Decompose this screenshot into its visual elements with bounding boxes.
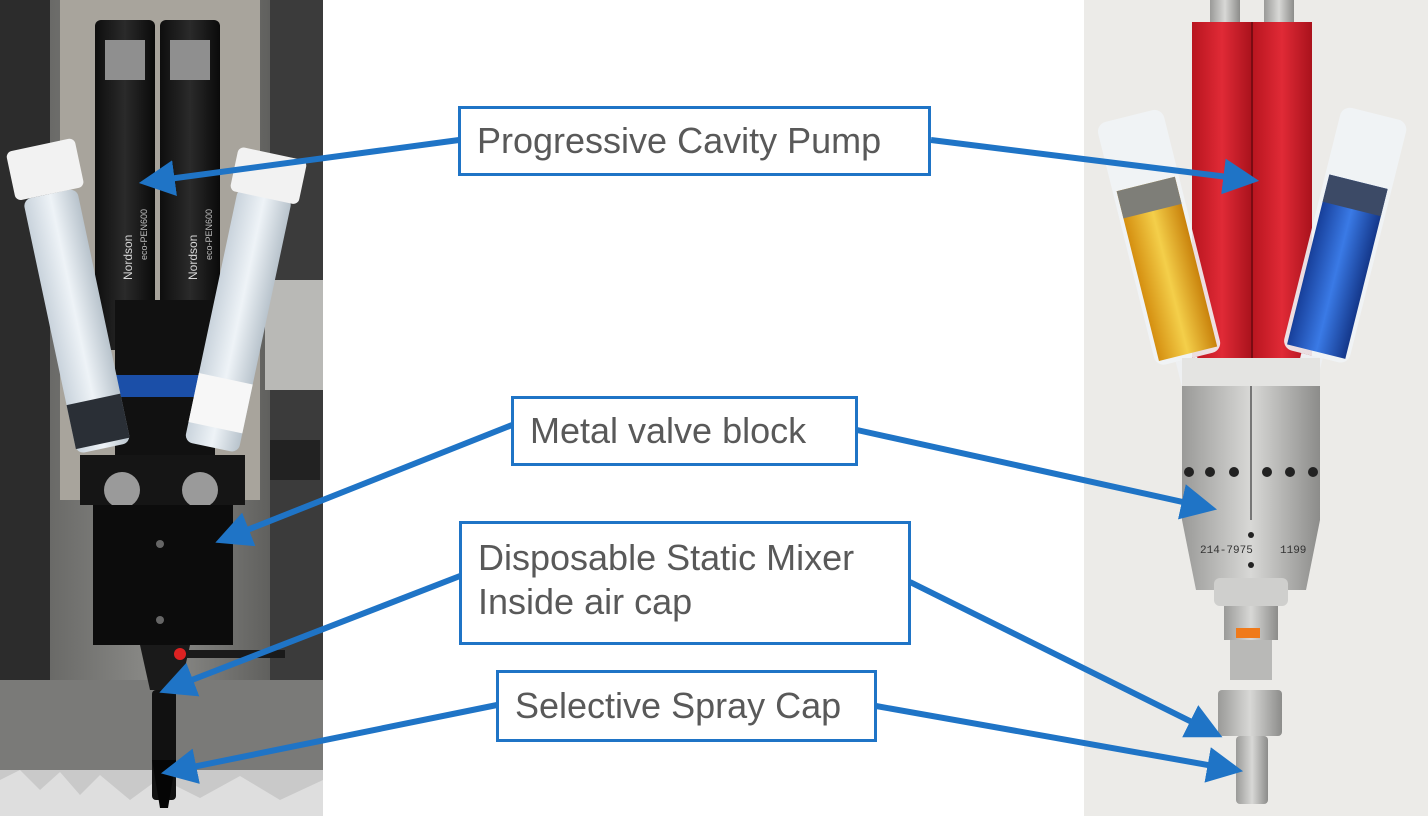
- spray-cap-callout-text: Selective Spray Cap: [515, 685, 842, 726]
- spray-cap-callout: Selective Spray Cap: [496, 670, 877, 742]
- mixer-callout: Disposable Static Mixer Inside air cap: [459, 521, 911, 645]
- valve-block-callout: Metal valve block: [511, 396, 858, 466]
- mixer-callout-line2: Inside air cap: [478, 581, 693, 622]
- left-product-photo: Nordson eco-PEN600 Nordson eco-PEN600: [0, 0, 323, 816]
- pump-callout: Progressive Cavity Pump: [458, 106, 931, 176]
- left-pump-brand-text: Nordson: [121, 235, 135, 280]
- valve-block-callout-text: Metal valve block: [530, 410, 807, 451]
- right-pump-brand-text: Nordson: [186, 235, 200, 280]
- pump-callout-text: Progressive Cavity Pump: [477, 120, 882, 161]
- right-photo-illustration: 214-7975 1199: [1084, 0, 1428, 816]
- block-part-number-right: 1199: [1280, 545, 1306, 557]
- block-part-number-left: 214-7975: [1200, 545, 1253, 557]
- left-photo-illustration: Nordson eco-PEN600 Nordson eco-PEN600: [0, 0, 323, 816]
- right-pump-model-text: eco-PEN600: [204, 209, 214, 260]
- right-product-photo: 214-7975 1199: [1084, 0, 1428, 816]
- mixer-callout-line1: Disposable Static Mixer: [478, 537, 855, 578]
- left-pump-model-text: eco-PEN600: [139, 209, 149, 260]
